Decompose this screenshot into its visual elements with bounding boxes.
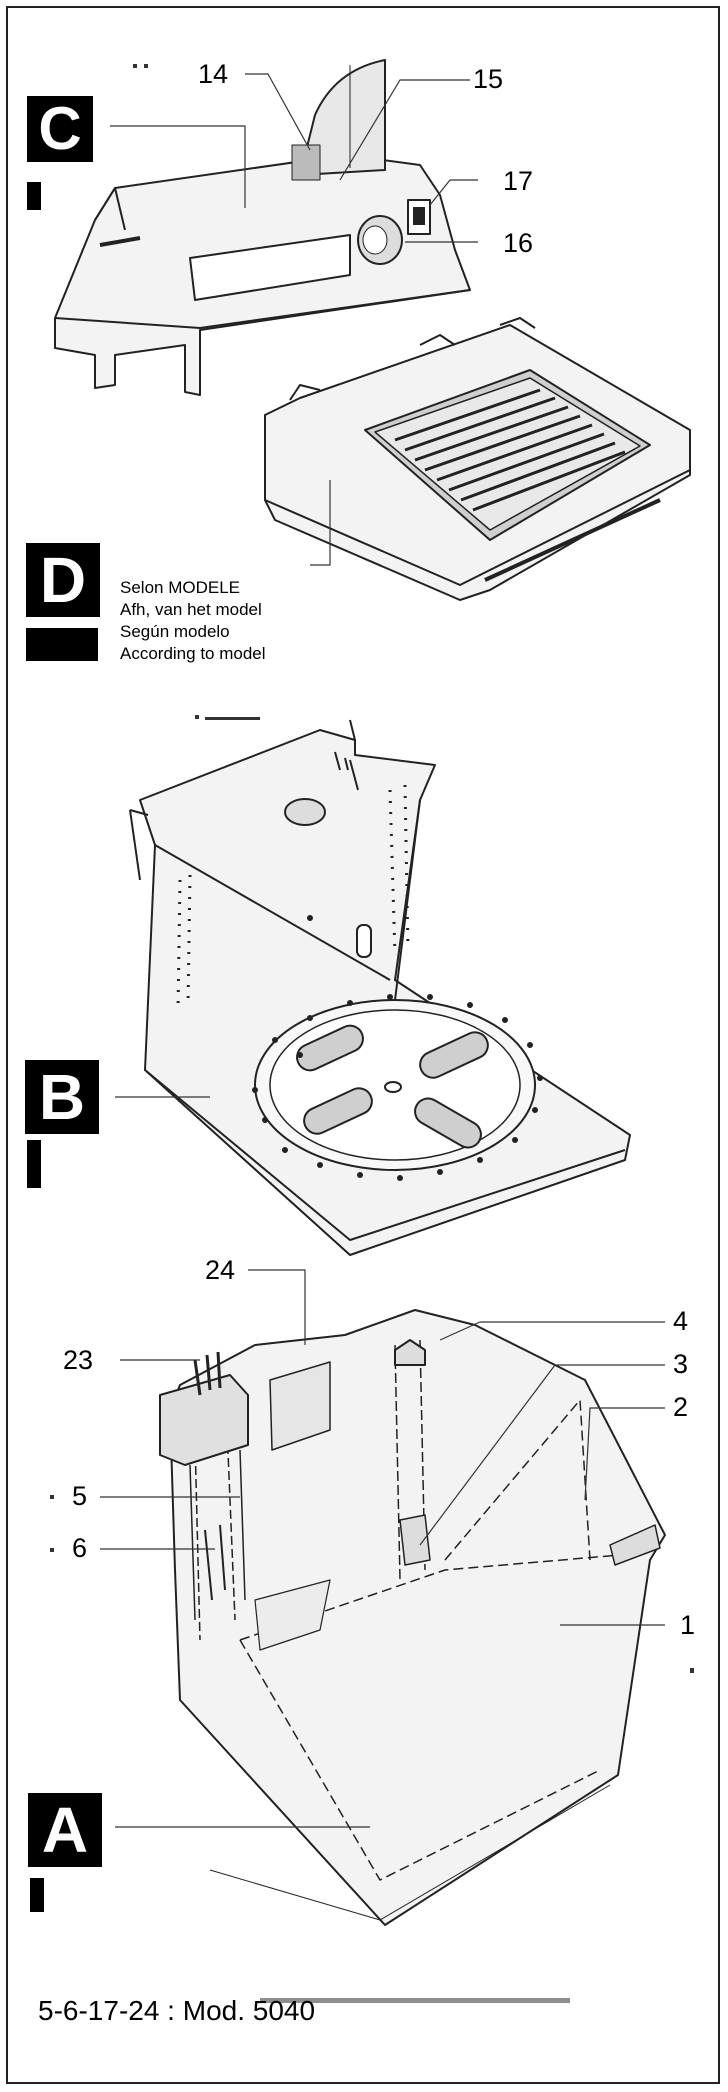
language-tab-a xyxy=(30,1878,44,1912)
model-note-fr: Selon MODELE xyxy=(120,578,240,597)
callout-14: 14 xyxy=(198,59,229,89)
cabinet-part xyxy=(159,1309,666,1926)
model-note: Selon MODELE Afh, van het model Según mo… xyxy=(120,577,266,665)
lid-cover-part xyxy=(54,59,471,396)
callout-15: 15 xyxy=(473,64,504,94)
model-note-en: According to model xyxy=(120,644,266,663)
model-note-nl: Afh, van het model xyxy=(120,600,262,619)
callout-24: 24 xyxy=(205,1255,236,1285)
section-label-c: C xyxy=(27,96,93,162)
callout-17: 17 xyxy=(503,166,534,196)
language-tab-d xyxy=(26,628,98,661)
callout-4: 4 xyxy=(673,1306,689,1336)
model-reference-footer: 5-6-17-24 : Mod. 5040 xyxy=(38,1995,316,2026)
callout-6: 6 xyxy=(72,1533,88,1563)
language-tab-b xyxy=(27,1140,41,1188)
section-label-a: A xyxy=(28,1793,102,1867)
callout-3: 3 xyxy=(673,1349,689,1379)
section-label-d: D xyxy=(26,543,100,617)
callout-23: 23 xyxy=(63,1345,94,1375)
drip-tray-part xyxy=(264,317,691,601)
language-tab-c xyxy=(27,182,41,210)
scan-marks xyxy=(50,64,694,2003)
callout-5: 5 xyxy=(72,1481,88,1511)
model-note-es: Según modelo xyxy=(120,622,230,641)
callout-2: 2 xyxy=(673,1392,689,1422)
chassis-frame-part xyxy=(129,719,631,1256)
leader-lines xyxy=(100,73,665,1828)
callout-16: 16 xyxy=(503,228,534,258)
page-border xyxy=(6,6,720,2084)
callout-1: 1 xyxy=(680,1610,696,1640)
section-label-b: B xyxy=(25,1060,99,1134)
